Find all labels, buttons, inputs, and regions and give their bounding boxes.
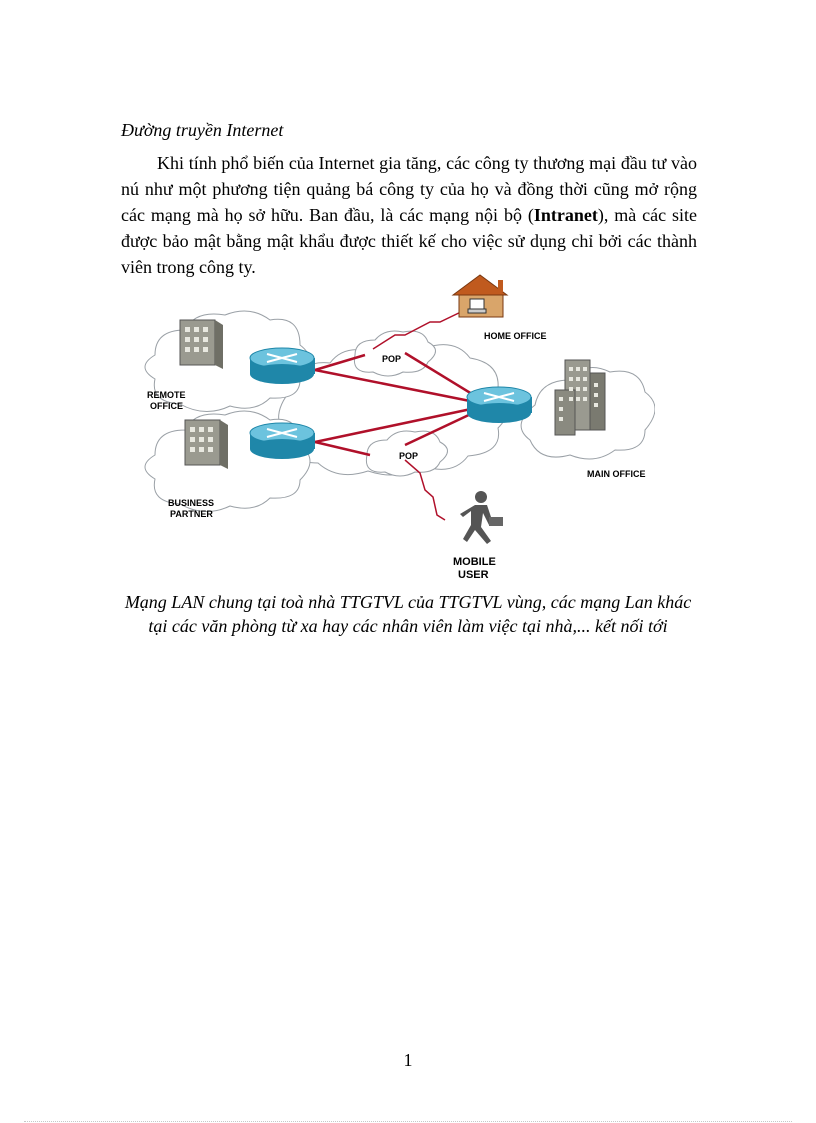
home-office-house-icon — [453, 275, 507, 317]
page-bottom-rule — [24, 1121, 792, 1122]
mobile-user-icon — [460, 491, 503, 544]
pop-label-top: POP — [382, 354, 401, 364]
mobile-user-label-line1: MOBILE — [453, 556, 496, 568]
body-paragraph: Khi tính phổ biến của Internet gia tăng,… — [121, 150, 697, 280]
business-partner-building-icon — [185, 420, 228, 469]
mobile-user-label-line2: USER — [458, 569, 489, 581]
business-partner-label-line1: BUSINESS — [168, 498, 214, 508]
remote-office-label-line2: OFFICE — [150, 401, 183, 411]
network-diagram: HOME OFFICE REMOTE OFFICE BUSINESS PARTN… — [135, 265, 655, 585]
router-remote-office — [250, 348, 315, 384]
home-office-label: HOME OFFICE — [484, 331, 547, 341]
pop-label-bottom: POP — [399, 451, 418, 461]
figure-caption: Mạng LAN chung tại toà nhà TTGTVL của TT… — [80, 590, 736, 638]
main-office-label: MAIN OFFICE — [587, 469, 646, 479]
page-number: 1 — [0, 1050, 816, 1071]
remote-office-label-line1: REMOTE — [147, 390, 186, 400]
section-heading: Đường truyền Internet — [121, 120, 283, 141]
business-partner-label-line2: PARTNER — [170, 509, 213, 519]
paragraph-bold-intranet: Intranet — [534, 205, 598, 225]
caption-line-2: tại các văn phòng từ xa hay các nhân viê… — [80, 614, 736, 638]
router-business-partner — [250, 423, 315, 459]
router-main-office — [467, 387, 532, 423]
remote-office-building-icon — [180, 320, 223, 369]
caption-line-1: Mạng LAN chung tại toà nhà TTGTVL của TT… — [80, 590, 736, 614]
